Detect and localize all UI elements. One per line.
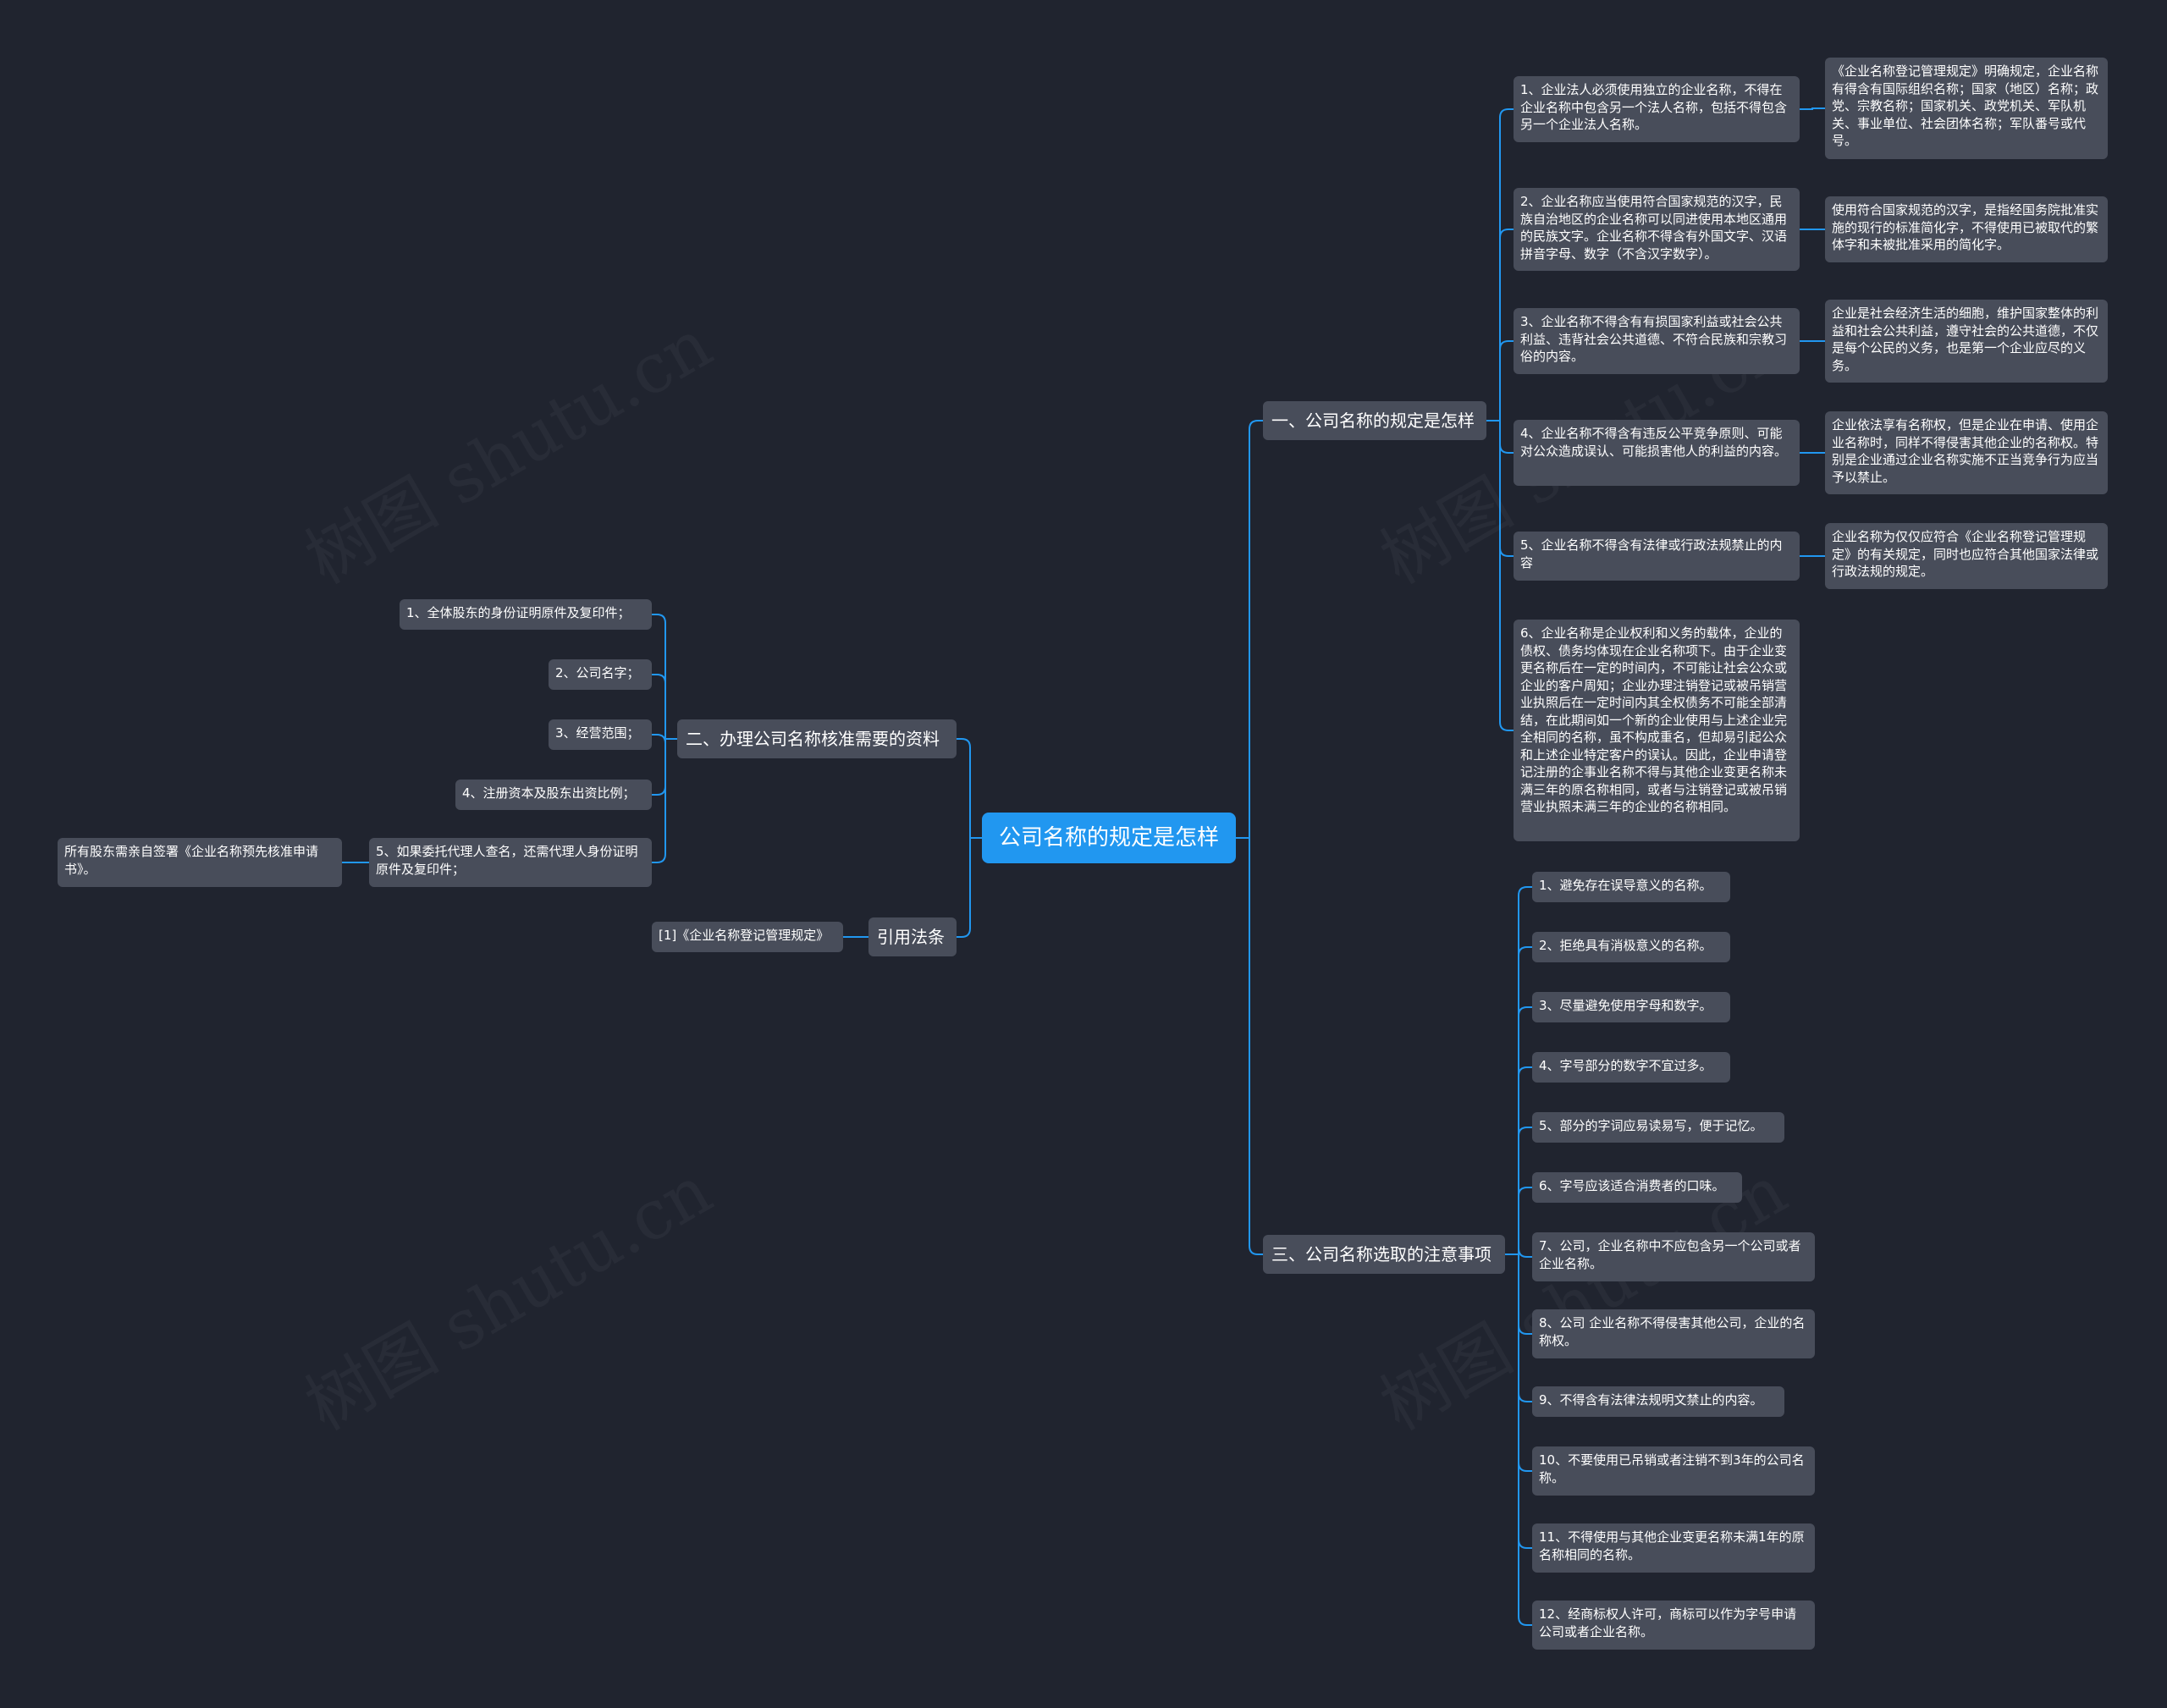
connector-line	[1499, 229, 1514, 421]
connector-line	[1518, 1006, 1532, 1254]
rule-note[interactable]: 企业依法享有名称权，但是企业在申请、使用企业名称时，同样不得侵害其他企业的名称权…	[1825, 411, 2108, 494]
tip-item[interactable]: 8、公司 企业名称不得侵害其他公司，企业的名称权。	[1532, 1309, 1815, 1358]
connector-line	[1518, 1254, 1532, 1335]
connector-line	[1518, 1066, 1532, 1254]
connector-line	[957, 838, 971, 938]
connector-line	[652, 614, 666, 739]
connector-line	[1499, 421, 1514, 557]
connector-line	[1518, 1254, 1532, 1472]
tip-item[interactable]: 5、部分的字词应易读易写，便于记忆。	[1532, 1112, 1784, 1143]
connector-line	[1518, 1248, 1532, 1258]
branch-naming-tips[interactable]: 三、公司名称选取的注意事项	[1263, 1235, 1505, 1274]
connector-line	[652, 734, 666, 744]
connector-line	[1499, 421, 1514, 731]
connector-line	[1518, 1254, 1532, 1402]
connector-line	[1518, 1127, 1532, 1254]
branch-name-rules[interactable]: 一、公司名称的规定是怎样	[1263, 401, 1486, 440]
rule-item[interactable]: 5、企业名称不得含有法律或行政法规禁止的内容	[1514, 532, 1800, 581]
rule-item[interactable]: 4、企业名称不得含有违反公平竞争原则、可能对公众造成误认、可能损害他人的利益的内…	[1514, 420, 1800, 486]
tip-item[interactable]: 1、避免存在误导意义的名称。	[1532, 872, 1730, 902]
connector-line	[1518, 1187, 1532, 1254]
law-reference[interactable]: [1]《企业名称登记管理规定》	[652, 922, 843, 952]
document-item[interactable]: 2、公司名字；	[549, 659, 652, 690]
connector-line	[957, 738, 971, 838]
rule-item[interactable]: 2、企业名称应当使用符合国家规范的汉字，民族自治地区的企业名称可以同进使用本地区…	[1514, 188, 1800, 271]
rule-note[interactable]: 《企业名称登记管理规定》明确规定，企业名称有得含有国际组织名称；国家（地区）名称…	[1825, 58, 2108, 159]
root-topic-label: 公司名称的规定是怎样	[998, 824, 1219, 851]
tip-item[interactable]: 10、不要使用已吊销或者注销不到3年的公司名称。	[1532, 1446, 1815, 1496]
rule-item[interactable]: 1、企业法人必须使用独立的企业名称，不得在企业名称中包含另一个法人名称，包括不得…	[1514, 76, 1800, 142]
tip-item[interactable]: 7、公司，企业名称中不应包含另一个公司或者企业名称。	[1532, 1232, 1815, 1281]
connector-line	[1249, 420, 1263, 838]
connector-line	[1499, 421, 1514, 454]
document-item[interactable]: 1、全体股东的身份证明原件及复印件；	[400, 599, 652, 630]
tip-item[interactable]: 6、字号应该适合消费者的口味。	[1532, 1172, 1742, 1203]
tip-item[interactable]: 12、经商标权人许可，商标可以作为字号申请公司或者企业名称。	[1532, 1601, 1815, 1650]
connector-line	[652, 739, 666, 796]
document-item[interactable]: 4、注册资本及股东出资比例；	[455, 780, 652, 810]
tip-item[interactable]: 3、尽量避免使用字母和数字。	[1532, 992, 1730, 1022]
tip-item[interactable]: 2、拒绝具有消极意义的名称。	[1532, 932, 1730, 962]
branch-required-documents[interactable]: 二、办理公司名称核准需要的资料	[677, 719, 957, 758]
connector-line	[1800, 107, 1825, 110]
connector-line	[1499, 340, 1514, 421]
connector-line	[1518, 886, 1532, 1254]
connector-line	[1249, 838, 1263, 1255]
document-item[interactable]: 3、经营范围；	[549, 719, 652, 750]
connector-line	[652, 674, 666, 739]
document-note[interactable]: 所有股东需亲自签署《企业名称预先核准申请书》。	[58, 838, 342, 887]
connector-line	[1518, 946, 1532, 1254]
rule-item[interactable]: 6、企业名称是企业权利和义务的载体，企业的债权、债务均体现在企业名称项下。由于企…	[1514, 620, 1800, 841]
connector-line	[1499, 108, 1514, 421]
rule-item[interactable]: 3、企业名称不得含有有损国家利益或社会公共利益、违背社会公共道德、不符合民族和宗…	[1514, 308, 1800, 374]
connector-line	[1518, 1254, 1532, 1626]
connector-line	[652, 739, 666, 863]
tip-item[interactable]: 9、不得含有法律法规明文禁止的内容。	[1532, 1386, 1784, 1417]
rule-note[interactable]: 企业名称为仅仅应符合《企业名称登记管理规定》的有关规定，同时也应符合其他国家法律…	[1825, 523, 2108, 589]
tip-item[interactable]: 11、不得使用与其他企业变更名称未满1年的原名称相同的名称。	[1532, 1523, 1815, 1573]
root-topic[interactable]: 公司名称的规定是怎样	[982, 813, 1236, 863]
rule-note[interactable]: 企业是社会经济生活的细胞，维护国家整体的利益和社会公共利益，遵守社会的公共道德，…	[1825, 300, 2108, 383]
branch-cited-law[interactable]: 引用法条	[868, 917, 957, 956]
document-item[interactable]: 5、如果委托代理人查名，还需代理人身份证明原件及复印件；	[369, 838, 652, 887]
tip-item[interactable]: 4、字号部分的数字不宜过多。	[1532, 1052, 1730, 1083]
rule-note[interactable]: 使用符合国家规范的汉字，是指经国务院批准实施的现行的标准简化字，不得使用已被取代…	[1825, 196, 2108, 262]
